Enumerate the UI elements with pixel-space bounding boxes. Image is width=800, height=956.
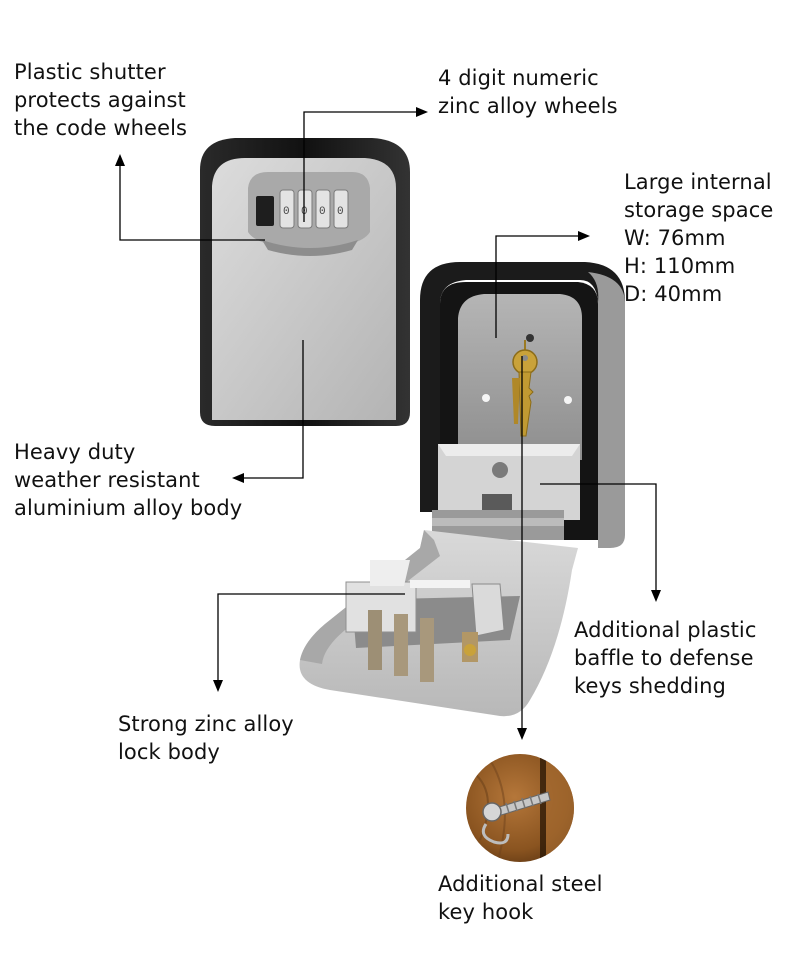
svg-text:0: 0 [319, 206, 326, 218]
label-line: weather resistant [14, 468, 200, 492]
label-line: zinc alloy wheels [438, 94, 618, 118]
svg-text:0: 0 [283, 206, 290, 218]
dimension-width: W: 76mm [624, 226, 726, 250]
shutter-icon [256, 196, 274, 226]
screw-hook-icon [481, 791, 551, 845]
svg-text:0: 0 [337, 206, 344, 218]
label-line: lock body [118, 740, 220, 764]
label-line: protects against [14, 88, 186, 112]
label-line: Large internal [624, 170, 772, 194]
dimension-height: H: 110mm [624, 254, 736, 278]
dimension-depth: D: 40mm [624, 282, 723, 306]
label-line: storage space [624, 198, 774, 222]
label-line: Additional plastic [574, 618, 757, 642]
arrowheads [115, 107, 661, 740]
label-shutter: Plastic shutter protects against the cod… [14, 58, 187, 142]
label-line: key hook [438, 900, 534, 924]
label-body: Heavy duty weather resistant aluminium a… [14, 438, 242, 522]
leader-lines [119, 111, 657, 730]
label-storage: Large internal storage space W: 76mm H: … [624, 168, 773, 308]
open-lockbox [299, 262, 625, 717]
label-line: the code wheels [14, 116, 188, 140]
label-line: Heavy duty [14, 440, 136, 464]
label-wheels: 4 digit numeric zinc alloy wheels [438, 64, 618, 120]
code-wheels: 0 0 0 0 [279, 189, 349, 229]
label-line: keys shedding [574, 674, 726, 698]
label-line: Plastic shutter [14, 60, 166, 84]
label-line: Strong zinc alloy [118, 712, 294, 736]
lock-mechanism [345, 560, 520, 682]
label-line: Additional steel [438, 872, 603, 896]
label-line: aluminium alloy body [14, 496, 243, 520]
label-baffle: Additional plastic baffle to defense key… [574, 616, 756, 700]
label-line: 4 digit numeric [438, 66, 599, 90]
label-lock-body: Strong zinc alloy lock body [118, 710, 294, 766]
label-line: baffle to defense [574, 646, 754, 670]
closed-lockbox: 0 0 0 0 [200, 138, 410, 426]
label-hook: Additional steel key hook [438, 870, 603, 926]
key-hook-photo [466, 754, 574, 862]
